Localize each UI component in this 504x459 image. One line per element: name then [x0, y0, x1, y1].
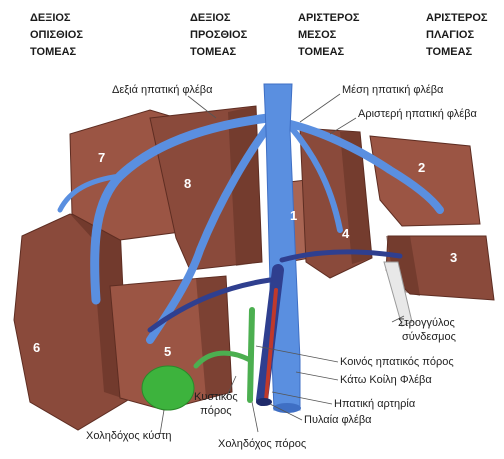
leader-ivc [296, 372, 338, 380]
label-portal-vein: Πυλαία φλέβα [304, 414, 372, 427]
label-hepatic-artery: Ηπατική αρτηρία [334, 398, 415, 411]
label-right-hepatic-vein: Δεξιά ηπατική φλέβα [112, 84, 212, 97]
label-gallbladder: Χοληδόχος κύστη [86, 430, 172, 443]
leader-common-bile-duct [252, 402, 258, 432]
label-middle-hepatic-vein: Μέση ηπατική φλέβα [342, 84, 443, 97]
common-bile-duct-vessel [250, 310, 252, 400]
segment-8-number: 8 [184, 176, 191, 191]
header-left-medial-sector: ΑΡΙΣΤΕΡΟΣ ΜΕΣΟΣ ΤΟΜΕΑΣ [298, 10, 360, 61]
header-left-lateral-sector: ΑΡΙΣΤΕΡΟΣ ΠΛΑΓΙΟΣ ΤΟΜΕΑΣ [426, 10, 488, 61]
segment-3-number: 3 [450, 250, 457, 265]
label-common-bile-duct: Χοληδόχος πόρος [218, 438, 306, 451]
label-common-hepatic-duct: Κοινός ηπατικός πόρος [340, 356, 454, 369]
label-left-hepatic-vein: Αριστερή ηπατική φλέβα [358, 108, 477, 121]
label-round-ligament: Στρογγύλος σύνδεσμος [398, 316, 456, 344]
label-cystic-duct: Κυστικός πόρος [194, 390, 238, 418]
segment-1-number: 1 [290, 208, 297, 223]
segment-2 [370, 136, 480, 226]
segment-7-number: 7 [98, 150, 105, 165]
header-right-anterior-sector: ΔΕΞΙΟΣ ΠΡΟΣΘΙΟΣ ΤΟΜΕΑΣ [190, 10, 247, 61]
label-inferior-vena-cava: Κάτω Κοίλη Φλέβα [340, 374, 432, 387]
segment-6-number: 6 [33, 340, 40, 355]
segment-2-number: 2 [418, 160, 425, 175]
segment-5-number: 5 [164, 344, 171, 359]
gallbladder-shape [142, 366, 194, 410]
portal-cut-end [256, 398, 272, 406]
segment-4-number: 4 [342, 226, 350, 241]
header-right-posterior-sector: ΔΕΞΙΟΣ ΟΠΙΣΘΙΟΣ ΤΟΜΕΑΣ [30, 10, 83, 61]
leader-middle-hepatic-vein [300, 94, 340, 122]
